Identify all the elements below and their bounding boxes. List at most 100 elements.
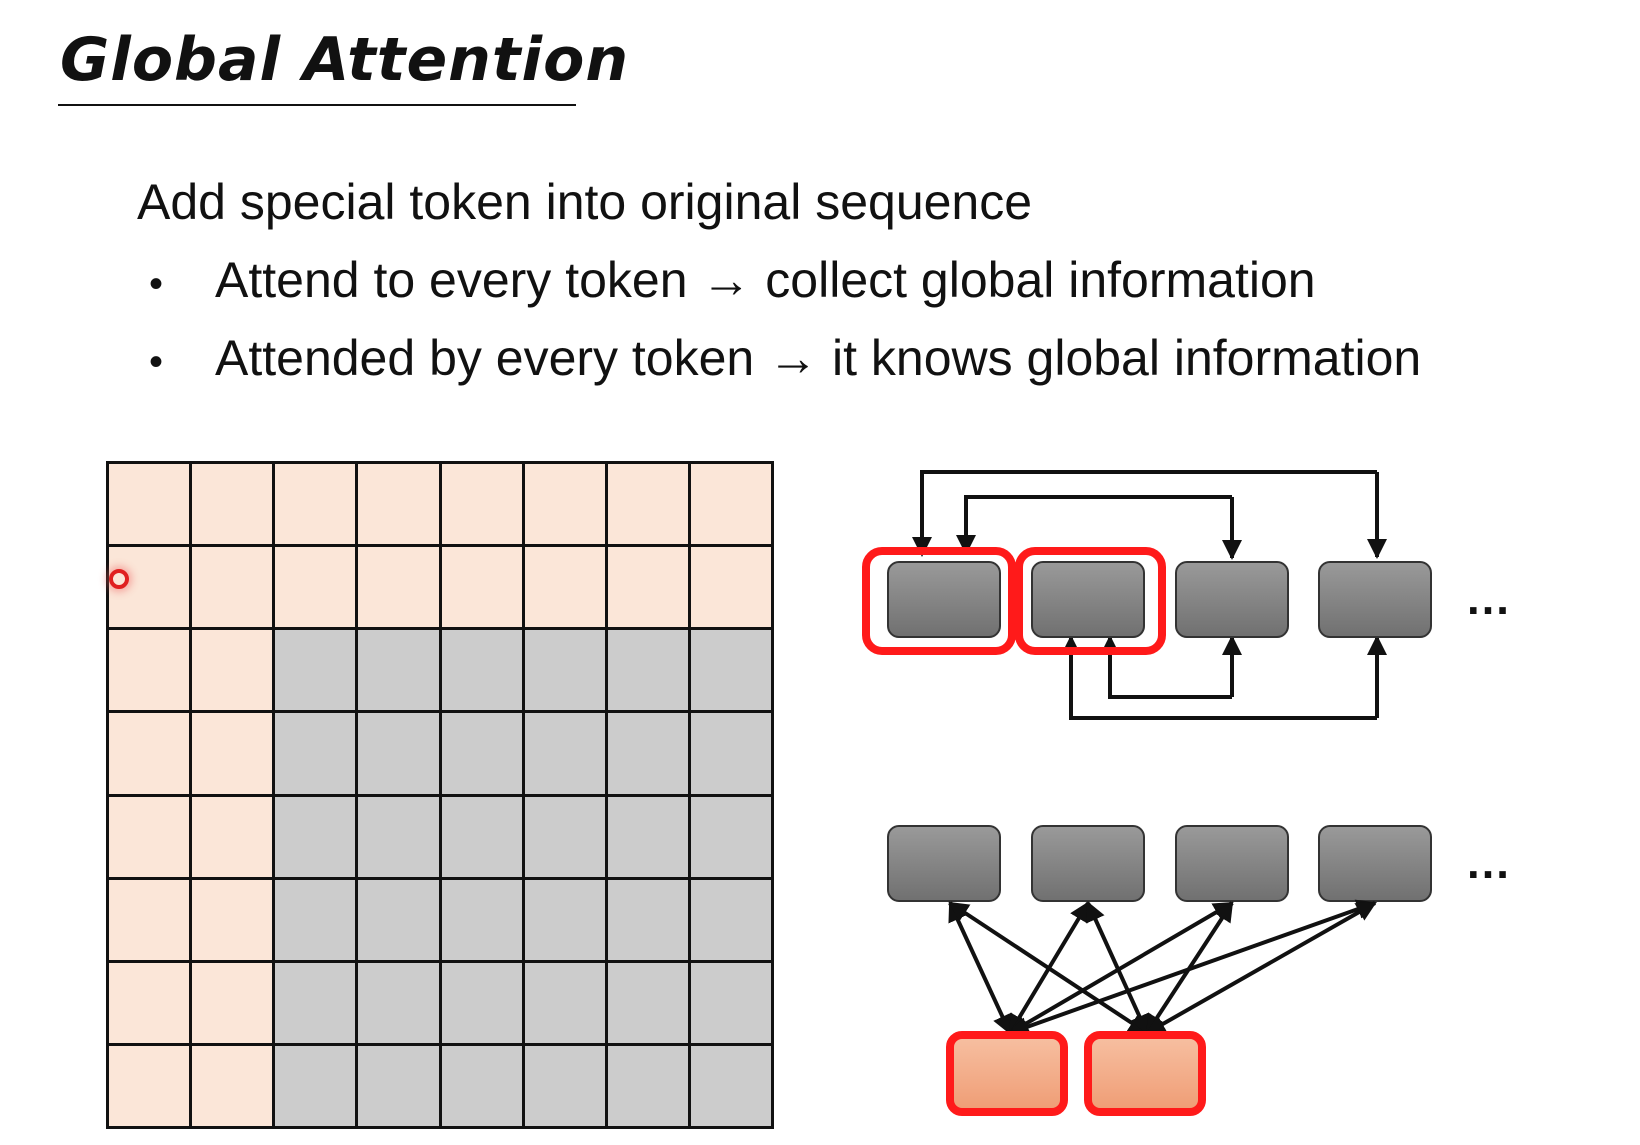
matrix-cell-empty [690, 713, 774, 797]
matrix-cell-global [192, 796, 276, 880]
matrix-cell-empty [607, 796, 691, 880]
token-box [887, 561, 1001, 638]
matrix-cell-empty [441, 1045, 525, 1129]
matrix-cell-global [524, 464, 608, 548]
matrix-cell-empty [690, 962, 774, 1046]
matrix-cell-empty [524, 1045, 608, 1129]
matrix-cell-global [524, 547, 608, 631]
special-token-box [946, 1031, 1068, 1116]
matrix-cell-global [192, 464, 276, 548]
matrix-cell-global [109, 796, 193, 880]
matrix-cell-empty [690, 1045, 774, 1129]
matrix-cell-empty [524, 796, 608, 880]
ellipsis-label: … [1465, 836, 1511, 888]
matrix-cell-empty [358, 713, 442, 797]
matrix-cell-empty [441, 796, 525, 880]
matrix-cell-global [109, 547, 193, 631]
matrix-cell-empty [358, 962, 442, 1046]
matrix-cell-empty [524, 962, 608, 1046]
matrix-cell-empty [441, 713, 525, 797]
matrix-cell-empty [358, 879, 442, 963]
token-box [1031, 561, 1145, 638]
token-box [1318, 561, 1432, 638]
arrow-inner-bottom [1100, 635, 1232, 699]
matrix-cell-empty [275, 630, 359, 714]
bullet-text: Attend to every token → collect global i… [215, 252, 1316, 308]
ellipsis-label: … [1465, 572, 1511, 624]
matrix-cell-global [192, 879, 276, 963]
matrix-cell-empty [690, 796, 774, 880]
special-token-highlight [1015, 547, 1166, 655]
matrix-cell-empty [607, 962, 691, 1046]
matrix-cell-empty [607, 713, 691, 797]
matrix-cell-empty [607, 879, 691, 963]
token-box [1175, 825, 1289, 902]
special-token-highlight [862, 547, 1016, 655]
bullet-item-attend: • Attend to every token → collect global… [137, 250, 1421, 328]
token-box [1318, 825, 1432, 902]
matrix-cell-empty [275, 713, 359, 797]
matrix-cell-global [275, 464, 359, 548]
matrix-cell-global [109, 962, 193, 1046]
matrix-cell-global [358, 464, 442, 548]
matrix-cell-empty [441, 962, 525, 1046]
token-box [1031, 825, 1145, 902]
matrix-cell-global [192, 962, 276, 1046]
matrix-cell-empty [275, 796, 359, 880]
matrix-cell-empty [358, 1045, 442, 1129]
matrix-cell-global [109, 630, 193, 714]
matrix-cell-empty [441, 879, 525, 963]
lower-arrows [948, 899, 1377, 1037]
matrix-cell-global [441, 464, 525, 548]
matrix-cell-global [192, 713, 276, 797]
slide-subtitle: Add special token into original sequence [137, 174, 1033, 230]
matrix-cell-empty [358, 796, 442, 880]
token-box [887, 825, 1001, 902]
bullet-dot-icon: • [149, 340, 164, 384]
matrix-cell-global [109, 1045, 193, 1129]
matrix-cell-global [690, 464, 774, 548]
matrix-cell-empty [358, 630, 442, 714]
matrix-cell-global [690, 547, 774, 631]
matrix-cell-empty [690, 879, 774, 963]
matrix-cell-empty [607, 630, 691, 714]
bullet-dot-icon: • [149, 262, 164, 306]
matrix-cell-global [607, 464, 691, 548]
matrix-cell-global [358, 547, 442, 631]
arrow-outer-top [912, 470, 1377, 557]
title-underline [58, 104, 576, 106]
attention-arrow [1008, 901, 1090, 1035]
attention-arrow [1145, 901, 1377, 1035]
matrix-cell-global [275, 547, 359, 631]
matrix-cell-global [192, 1045, 276, 1129]
matrix-cell-global [607, 547, 691, 631]
special-token-box [1084, 1031, 1206, 1116]
arrow-inner-top [956, 495, 1232, 555]
attention-arrow [1008, 899, 1377, 1037]
matrix-cell-empty [524, 879, 608, 963]
matrix-cell-empty [690, 630, 774, 714]
laser-pointer-icon [109, 569, 129, 589]
slide-title: Global Attention [60, 25, 630, 95]
matrix-cell-empty [275, 1045, 359, 1129]
matrix-cell-empty [275, 879, 359, 963]
arrow-outer-bottom [1061, 635, 1377, 720]
upper-arrows [912, 470, 1387, 720]
matrix-cell-empty [607, 1045, 691, 1129]
bullet-item-attended: • Attended by every token → it knows glo… [137, 328, 1421, 406]
matrix-cell-global [192, 547, 276, 631]
matrix-cell-empty [275, 962, 359, 1046]
matrix-cell-global [441, 547, 525, 631]
token-box [1175, 561, 1289, 638]
matrix-cell-empty [524, 713, 608, 797]
matrix-cell-empty [524, 630, 608, 714]
matrix-cell-global [192, 630, 276, 714]
matrix-cell-global [109, 713, 193, 797]
attention-matrix [106, 461, 774, 1129]
matrix-cell-global [109, 879, 193, 963]
bullet-list: • Attend to every token → collect global… [137, 250, 1421, 406]
matrix-cell-global [109, 464, 193, 548]
matrix-cell-empty [441, 630, 525, 714]
bullet-text: Attended by every token → it knows globa… [215, 330, 1422, 386]
